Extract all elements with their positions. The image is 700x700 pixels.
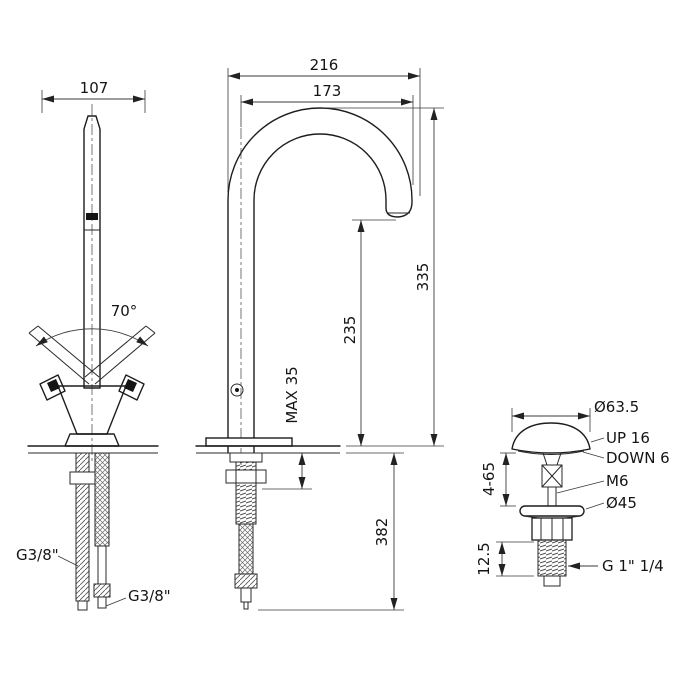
dim-overall-width: 216 (227, 56, 421, 196)
dim-spout-reach: 173 (240, 82, 414, 185)
handle-lever (83, 115, 101, 389)
callout-down-travel: DOWN 6 (582, 449, 670, 467)
dim-overall-height: 335 (322, 107, 444, 447)
callout-screw-thread: M6 (556, 472, 629, 494)
label-inlet-thread: G3/8" (16, 546, 59, 564)
set-screw (230, 383, 244, 397)
dim-handle-width: 107 (41, 79, 146, 113)
dim-adjust-range: 4-65 (480, 452, 516, 507)
drain-cap (511, 422, 591, 455)
view-front: 216 173 335 235 (195, 56, 444, 611)
set-screw-center (235, 388, 239, 392)
shank-assembly (225, 452, 267, 610)
dim-cap-diameter: Ø63.5 (511, 398, 639, 432)
handle-swing-arc: 70° (28, 302, 156, 385)
dim-label-max35: MAX 35 (283, 366, 301, 423)
drain-mechanism (541, 452, 563, 507)
dim-label-cap-diameter: Ø63.5 (594, 398, 639, 416)
label-flange-diameter: Ø45 (606, 494, 637, 512)
dim-label-flange-height: 12.5 (475, 542, 493, 575)
view-handle-side: 107 70° (16, 79, 171, 611)
dim-label-382: 382 (373, 518, 391, 547)
supply-connections (69, 452, 111, 611)
dim-flange-height: 12.5 (475, 541, 534, 577)
label-hose-thread: G3/8" (128, 587, 171, 605)
dim-below-deck: 382 (258, 452, 404, 611)
handle-indicator-mark (86, 213, 98, 220)
right-inlet-mark (124, 379, 137, 392)
view-drain: Ø63.5 UP 16 DOWN 6 M6 (475, 398, 670, 587)
dim-spout-height: 235 (341, 219, 396, 446)
thread-callouts-side: G3/8" G3/8" (16, 546, 171, 607)
callout-outlet-thread: G 1" 1/4 (568, 557, 664, 575)
dim-label-107: 107 (80, 79, 109, 97)
dim-label-angle: 70° (111, 302, 138, 320)
deck-front (195, 437, 341, 454)
label-down-travel: DOWN 6 (606, 449, 670, 467)
left-inlet-mark (47, 379, 60, 392)
drain-tail-thread (537, 539, 567, 577)
dim-label-173: 173 (313, 82, 342, 100)
dim-label-216: 216 (310, 56, 339, 74)
callout-flange-diameter: Ø45 (585, 494, 637, 512)
spout (227, 107, 413, 465)
drain-flange (519, 505, 585, 541)
dim-label-adjust-range: 4-65 (480, 462, 498, 496)
label-up-travel: UP 16 (606, 429, 650, 447)
label-outlet-thread: G 1" 1/4 (602, 557, 664, 575)
callout-up-travel: UP 16 (590, 429, 650, 447)
dim-label-235: 235 (341, 316, 359, 345)
mixer-body (39, 374, 145, 447)
deck-line-side (27, 445, 159, 454)
drain-tailpiece (543, 575, 561, 587)
label-screw-thread: M6 (606, 472, 629, 490)
dim-max-deck: MAX 35 (262, 366, 312, 490)
dim-label-335: 335 (414, 263, 432, 292)
